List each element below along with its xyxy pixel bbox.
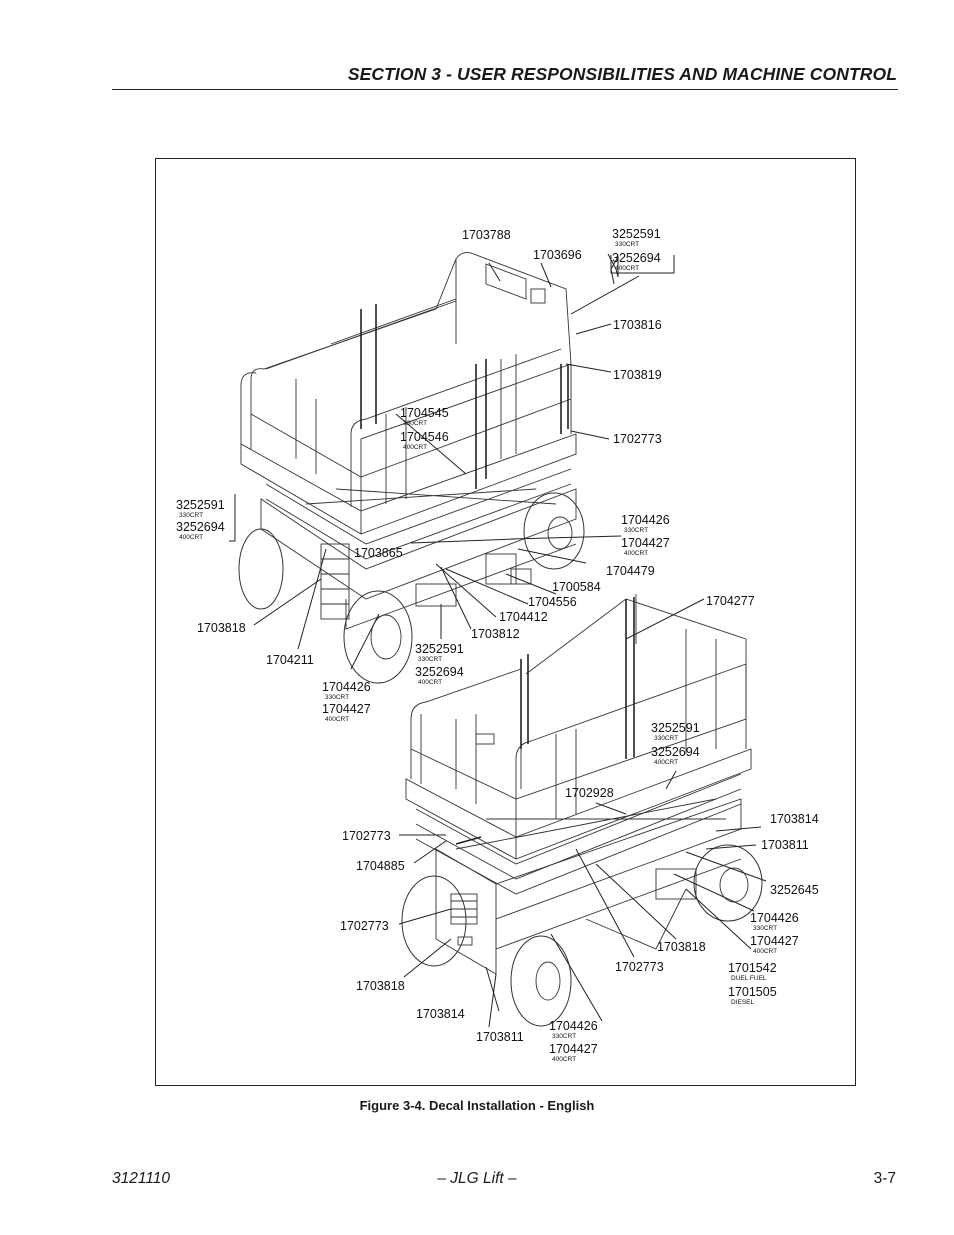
part-number-label: 1704427 <box>750 934 799 948</box>
part-number-label: 3252694 <box>612 251 661 265</box>
model-variant-label: 400CRT <box>418 679 442 686</box>
part-number-label: 1703819 <box>613 368 662 382</box>
part-number-label: 1703696 <box>533 248 582 262</box>
model-variant-label: 330CRT <box>325 694 349 701</box>
part-number-label: 1700584 <box>552 580 601 594</box>
model-variant-label: 330CRT <box>753 925 777 932</box>
part-number-label: 1704427 <box>549 1042 598 1056</box>
part-number-label: 1703788 <box>462 228 511 242</box>
part-number-label: 1704277 <box>706 594 755 608</box>
part-number-label: 1703818 <box>657 940 706 954</box>
part-number-label: 3252591 <box>176 498 225 512</box>
part-number-label: 1703816 <box>613 318 662 332</box>
part-number-label: 1704426 <box>549 1019 598 1033</box>
model-variant-label: DIESEL <box>731 999 755 1006</box>
part-number-label: 1702773 <box>342 829 391 843</box>
part-number-label: 1704426 <box>750 911 799 925</box>
model-variant-label: 330CRT <box>624 527 648 534</box>
part-number-label: 1703814 <box>416 1007 465 1021</box>
part-number-label: 1703865 <box>354 546 403 560</box>
part-number-label: 1703811 <box>476 1030 524 1044</box>
part-number-label: 1702773 <box>340 919 389 933</box>
footer-doc-number: 3121110 <box>112 1170 171 1187</box>
part-number-labels: 170378817036963252591330CRT3252694400CRT… <box>176 227 819 1063</box>
part-number-label: 1702773 <box>613 432 662 446</box>
footer-page-number: 3-7 <box>873 1170 896 1187</box>
model-variant-label: 330CRT <box>615 241 639 248</box>
model-variant-label: 400CRT <box>624 550 648 557</box>
model-variant-label: 400CRT <box>179 534 203 541</box>
part-number-label: 1704427 <box>621 536 670 550</box>
lower-machine-drawing <box>401 594 763 1027</box>
model-variant-label: 330CRT <box>418 656 442 663</box>
part-number-label: 3252591 <box>415 642 464 656</box>
part-number-label: 3252591 <box>612 227 661 241</box>
model-variant-label: 400CRT <box>654 759 678 766</box>
leader-lines <box>229 253 767 1028</box>
part-number-label: 1704556 <box>528 595 577 609</box>
model-variant-label: 400CRT <box>552 1056 576 1063</box>
section-title: SECTION 3 - USER RESPONSIBILITIES AND MA… <box>347 64 897 84</box>
part-number-label: 1701542 <box>728 961 777 975</box>
footer-publisher: – JLG Lift – <box>437 1170 517 1187</box>
part-number-label: 1704479 <box>606 564 655 578</box>
part-number-label: 1704426 <box>322 680 371 694</box>
part-number-label: 1703814 <box>770 812 819 826</box>
part-number-label: 1704427 <box>322 702 371 716</box>
part-number-label: 1704885 <box>356 859 405 873</box>
upper-machine-drawing <box>238 252 585 684</box>
header-rule <box>112 89 898 90</box>
part-number-label: 1701505 <box>728 985 777 999</box>
figure-caption: Figure 3-4. Decal Installation - English <box>359 1098 595 1113</box>
part-number-label: 1704546 <box>400 430 449 444</box>
part-number-label: 1704545 <box>400 406 449 420</box>
model-variant-label: 400CRT <box>615 265 639 272</box>
part-number-label: 1704426 <box>621 513 670 527</box>
part-number-label: 1704412 <box>499 610 548 624</box>
part-number-label: 1703811 <box>761 838 809 852</box>
part-number-label: 1703818 <box>197 621 246 635</box>
decal-installation-diagram: 170378817036963252591330CRT3252694400CRT… <box>176 227 819 1063</box>
part-number-label: 1703818 <box>356 979 405 993</box>
part-number-label: 1704211 <box>266 653 314 667</box>
model-variant-label: 330CRT <box>179 512 203 519</box>
model-variant-label: DUEL FUEL <box>731 975 767 982</box>
model-variant-label: 330CRT <box>654 735 678 742</box>
model-variant-label: 400CRT <box>403 444 427 451</box>
part-number-label: 1702773 <box>615 960 664 974</box>
model-variant-label: 330CRT <box>552 1033 576 1040</box>
part-number-label: 3252694 <box>651 745 700 759</box>
model-variant-label: 400CRT <box>753 948 777 955</box>
part-number-label: 3252645 <box>770 883 819 897</box>
model-variant-label: 330CRT <box>403 420 427 427</box>
part-number-label: 1702928 <box>565 786 614 800</box>
part-number-label: 1703812 <box>471 627 520 641</box>
part-number-label: 3252694 <box>176 520 225 534</box>
part-number-label: 3252694 <box>415 665 464 679</box>
model-variant-label: 400CRT <box>325 716 349 723</box>
part-number-label: 3252591 <box>651 721 700 735</box>
